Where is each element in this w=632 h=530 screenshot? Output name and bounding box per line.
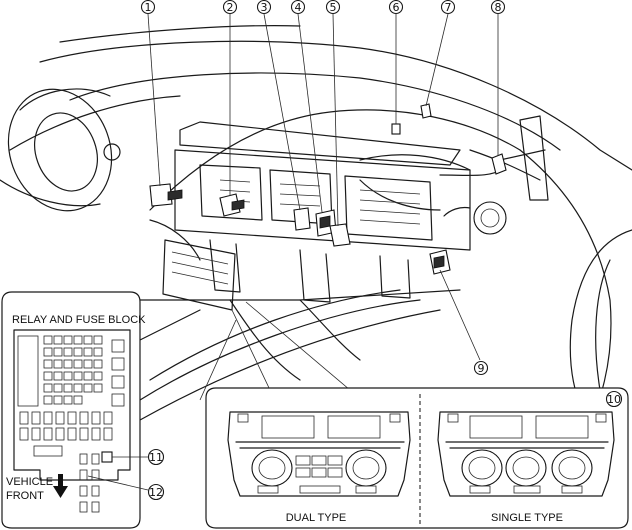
components xyxy=(149,103,507,275)
dual-type-panel: DUAL TYPE xyxy=(227,411,411,524)
callout-label-1: 1 xyxy=(145,1,152,14)
callout-7: 7 xyxy=(440,0,456,15)
callout-label-4: 4 xyxy=(295,1,302,14)
callout-label-11: 11 xyxy=(149,451,163,464)
single-type-label: SINGLE TYPE xyxy=(491,512,563,524)
callout-label-9: 9 xyxy=(478,362,485,375)
vehicle-front-line-1: VEHICLE xyxy=(6,476,53,488)
callout-8: 8 xyxy=(490,0,506,15)
fuse-icon xyxy=(101,451,113,463)
callout-4: 4 xyxy=(290,0,306,15)
single-type-panel: SINGLE TYPE xyxy=(437,411,615,524)
lower-fuses xyxy=(79,451,113,513)
callout-label-5: 5 xyxy=(330,1,337,14)
callout-5: 5 xyxy=(325,0,341,15)
callout-10: 10 xyxy=(605,390,623,408)
part-7 xyxy=(420,103,432,119)
part-3 xyxy=(293,207,311,231)
callout-2: 2 xyxy=(222,0,238,15)
dial-icon xyxy=(461,449,503,487)
part-5 xyxy=(329,223,351,247)
fuse-grid xyxy=(43,335,103,405)
callout-1: 1 xyxy=(140,0,156,15)
callout-6: 6 xyxy=(388,0,404,15)
callout-11: 11 xyxy=(147,448,165,466)
bottom-fuse-row xyxy=(19,411,113,457)
callout-12: 12 xyxy=(147,483,165,501)
callout-label-6: 6 xyxy=(393,1,400,14)
part-9 xyxy=(429,249,451,275)
callout-label-3: 3 xyxy=(261,1,268,14)
part-6 xyxy=(391,123,401,135)
callout-9: 9 xyxy=(473,360,489,376)
control-panel-inset: 10 DUAL TYPE xyxy=(205,387,629,529)
hvac-unit xyxy=(149,121,546,311)
leader-lines xyxy=(147,13,499,401)
arrow-down-icon xyxy=(53,474,68,498)
part-8 xyxy=(491,153,507,175)
relay-fuse-block-inset: RELAY AND FUSE BLOCK xyxy=(1,291,165,529)
vehicle-front-line-2: FRONT xyxy=(6,490,44,502)
callout-label-10: 10 xyxy=(607,393,621,406)
relay-block-title: RELAY AND FUSE BLOCK xyxy=(12,314,146,326)
callout-label-12: 12 xyxy=(149,486,163,499)
part-1 xyxy=(149,183,183,207)
part-2 xyxy=(219,193,245,217)
callout-label-8: 8 xyxy=(495,1,502,14)
vehicle-body xyxy=(0,25,632,441)
relay-column xyxy=(111,339,125,407)
callout-label-7: 7 xyxy=(445,1,452,14)
dual-type-label: DUAL TYPE xyxy=(286,512,347,524)
callout-3: 3 xyxy=(256,0,272,15)
callout-label-2: 2 xyxy=(227,1,234,14)
